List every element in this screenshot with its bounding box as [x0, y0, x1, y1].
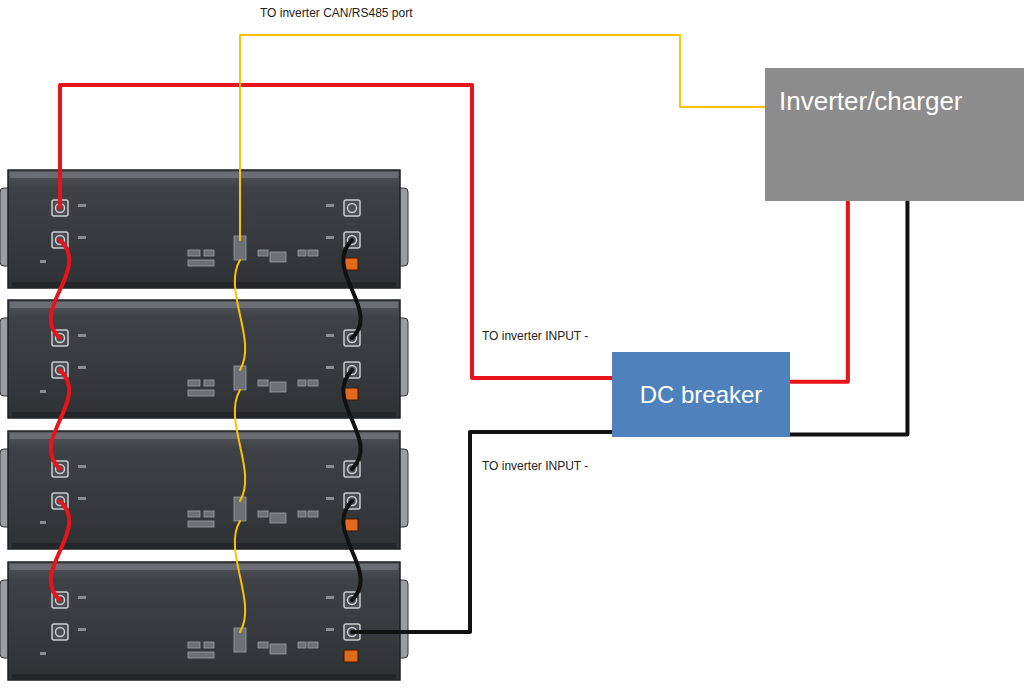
node-label: DC breaker [640, 381, 763, 409]
negative-cable [790, 201, 907, 434]
inverter-box: Inverter/charger [765, 68, 1024, 201]
positive-cable [790, 201, 848, 382]
negative-jumper [343, 240, 360, 338]
positive-jumper [51, 370, 69, 469]
communication-jumper [235, 260, 245, 370]
negative-cable [352, 432, 612, 632]
negative-jumper [343, 370, 360, 469]
battery-illustration [51, 35, 765, 632]
communication-jumper [235, 390, 245, 501]
negative-jumper [343, 501, 360, 600]
communication-jumper [235, 521, 245, 632]
cable-note: TO inverter CAN/RS485 port [258, 6, 415, 20]
positive-jumper [51, 240, 69, 338]
cable-note: TO inverter INPUT - [480, 329, 590, 343]
communication-cable [240, 35, 765, 240]
cable-note: TO inverter INPUT - [480, 459, 590, 473]
battery-module [0, 562, 408, 680]
positive-jumper [51, 501, 69, 600]
breaker-box: DC breaker [612, 352, 790, 437]
positive-cable [60, 85, 612, 378]
node-label: Inverter/charger [779, 86, 963, 117]
